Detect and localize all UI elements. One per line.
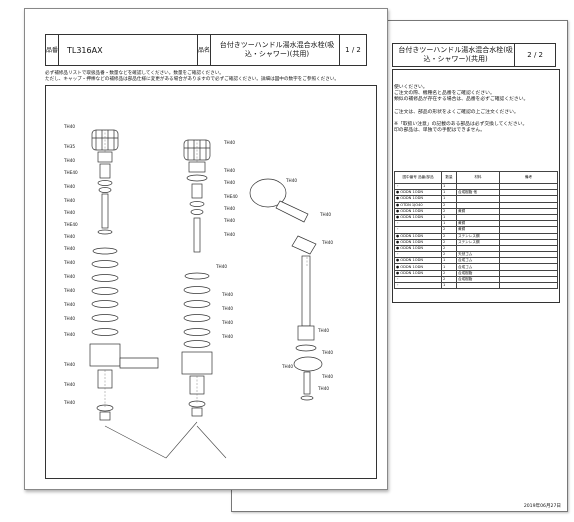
part-number-label: TH40 xyxy=(63,382,75,387)
parts-table-cell: 1 xyxy=(441,281,457,290)
col-header-material: 材料 xyxy=(456,171,500,184)
col-header-qty: 数量 xyxy=(441,171,457,184)
part-number-label: TH40 xyxy=(317,386,329,391)
product-no-label: 品番 xyxy=(46,35,59,65)
part-number-label: TH40 xyxy=(63,260,75,265)
part-number-label: TH40 xyxy=(223,232,235,237)
parts-table-row: ・1 xyxy=(394,281,558,290)
page2-page-number: 2 / 2 xyxy=(527,50,543,59)
part-number-label: TH40 xyxy=(223,180,235,185)
right-spindle xyxy=(191,183,203,199)
part-number-label: TH40 xyxy=(63,124,75,129)
col-header-notes: 備考 xyxy=(499,171,558,184)
page2-note-line: ※「取扱い注意」の記載のある部品は必ず交換してください。 xyxy=(394,122,528,128)
page2-notes: 使いください。 ご注文の際、機種名と品番をご確認ください。 類似の補修品が存在す… xyxy=(394,85,528,135)
part-number-label: TH40 xyxy=(317,328,329,333)
shower-handle xyxy=(275,200,309,223)
page2-header: 台付きツーハンドル湯水混合水栓(吸込・シャワー)(共用) 2 / 2 xyxy=(392,43,556,67)
part-number-label: THE40 xyxy=(223,194,238,199)
shower-rod xyxy=(301,255,311,327)
part-number-label: TH40 xyxy=(319,212,331,217)
part-number-label: TH40 xyxy=(221,306,233,311)
parts-diagram-page-1: 品番 TL316AX 品名 台付きツーハンドル湯水混合水栓(吸込・シャワー)(共… xyxy=(24,8,388,490)
part-number-label: TH40 xyxy=(285,178,297,183)
part-number-label: TH40 xyxy=(223,168,235,173)
page1-page-number: 1 / 2 xyxy=(345,45,361,54)
page2-note-line: ご注文は、部品の形状をよくご確認の上ご注文ください。 xyxy=(394,109,519,115)
part-number-label: TH40 xyxy=(63,198,75,203)
product-name: 台付きツーハンドル湯水混合水栓(吸込・シャワー)(共用) xyxy=(211,35,340,65)
right-valve-assembly xyxy=(181,139,213,417)
right-body xyxy=(181,351,213,375)
part-number-label: TH40 xyxy=(63,234,75,239)
page1-note-line: ただし、キャップ・押棒などの補修品は部品仕様に変更がある場合がありますので必ずご… xyxy=(45,77,340,82)
part-number-label: TH40 xyxy=(63,158,75,163)
part-number-label: TH40 xyxy=(63,316,75,321)
page2-content-frame xyxy=(392,69,560,303)
part-number-label: TH40 xyxy=(63,362,75,367)
page2-product-name: 台付きツーハンドル湯水混合水栓(吸込・シャワー)(共用) xyxy=(393,44,516,66)
part-number-label: TH40 xyxy=(321,240,333,245)
part-number-label: TH40 xyxy=(63,400,75,405)
product-name-label: 品名 xyxy=(198,35,211,65)
left-spindle xyxy=(99,163,111,179)
issue-date: 2019年06月27日 xyxy=(523,504,561,509)
left-body xyxy=(89,343,121,367)
hose-connection-lines xyxy=(104,421,198,459)
part-number-label: TH40 xyxy=(221,320,233,325)
parts-table-cell xyxy=(456,281,500,290)
shower-assembly xyxy=(249,178,323,401)
page2-note-line: 使いください。 xyxy=(394,85,428,90)
shower-head xyxy=(249,178,287,208)
part-number-label: THE40 xyxy=(63,170,78,175)
product-number: TL316AX xyxy=(59,35,198,65)
part-number-label: TH40 xyxy=(221,292,233,297)
part-number-label: TH40 xyxy=(281,364,293,369)
part-number-label: TH40 xyxy=(63,246,75,251)
part-number-label: TH40 xyxy=(63,210,75,215)
left-valve-assembly xyxy=(89,129,159,421)
part-number-label: TH40 xyxy=(321,350,333,355)
part-number-label: TH40 xyxy=(223,206,235,211)
col-header-part: 図中番号 品番/部品 xyxy=(394,171,442,184)
shower-base xyxy=(293,356,323,372)
part-number-label: TH40 xyxy=(223,140,235,145)
page2-note-line: 類似の補修品が存在する場合は、品番を必ずご確認ください。 xyxy=(394,97,529,103)
page2-note-line: ご注文の際、機種名と品番をご確認ください。 xyxy=(394,91,495,97)
part-number-label: TH40 xyxy=(63,274,75,279)
left-stem xyxy=(101,193,109,229)
right-stem xyxy=(193,217,201,253)
part-number-label: TH35 xyxy=(63,144,75,149)
part-number-label: TH40 xyxy=(63,184,75,189)
part-number-label: TH40 xyxy=(63,332,75,337)
page1-header: 品番 TL316AX 品名 台付きツーハンドル湯水混合水栓(吸込・シャワー)(共… xyxy=(45,34,367,66)
page2-note-line: 印の部品は、単独での手配はできません。 xyxy=(394,128,485,134)
part-number-label: TH40 xyxy=(223,218,235,223)
parts-table-cell: ・ xyxy=(394,281,442,290)
exploded-view-drawing: TH40TH35TH40THE40TH40TH40TH40THE40TH40TH… xyxy=(63,124,333,459)
parts-table-cell xyxy=(499,281,558,290)
spout-base xyxy=(119,357,159,369)
part-number-label: TH40 xyxy=(63,302,75,307)
page1-note-line: 必ず補修品リストで取扱品番・数量などを確認してください。数量をご確認ください。 xyxy=(45,71,224,76)
part-number-label: TH40 xyxy=(215,264,227,269)
left-cap xyxy=(97,151,113,163)
right-cap xyxy=(188,161,206,173)
part-number-label: TH40 xyxy=(221,334,233,339)
part-number-label: TH40 xyxy=(63,288,75,293)
part-number-label: THE40 xyxy=(63,222,78,227)
part-number-labels: TH40TH35TH40THE40TH40TH40TH40THE40TH40TH… xyxy=(63,124,333,405)
part-number-label: TH40 xyxy=(321,374,333,379)
